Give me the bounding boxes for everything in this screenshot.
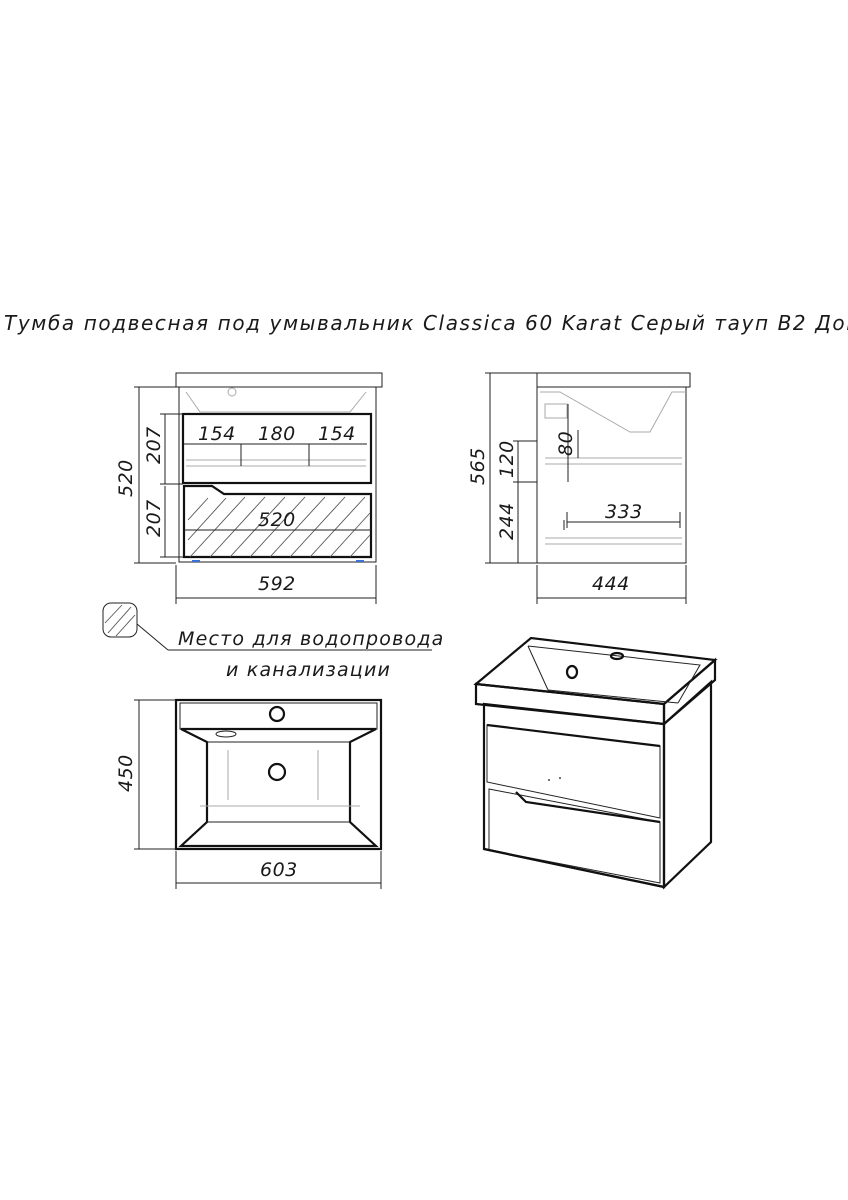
side-dim-244: 244 (496, 502, 518, 540)
legend-line2: и канализации (226, 659, 391, 681)
front-dim-lower-drawer: 207 (143, 499, 165, 537)
side-dim-height-total: 565 (467, 447, 489, 485)
plumbing-zone-hatch (187, 496, 371, 558)
front-dim-handle-center: 180 (258, 423, 296, 445)
front-dim-handle-right: 154 (318, 423, 356, 445)
side-dim-depth: 444 (592, 573, 630, 595)
side-dim-80: 80 (555, 431, 577, 456)
front-dim-height-total: 520 (115, 459, 137, 497)
front-dim-width: 592 (258, 573, 296, 595)
side-dim-120: 120 (496, 440, 518, 478)
front-view: 520 207 207 154 180 154 520 592 (115, 372, 383, 604)
front-dim-upper-drawer: 207 (143, 426, 165, 464)
isometric-view (473, 636, 718, 890)
plumbing-legend: Место для водопровода и канализации (102, 602, 445, 681)
top-dim-depth: 450 (115, 754, 137, 792)
drawing-title: Тумба подвесная под умывальник Classica … (4, 311, 848, 335)
front-dim-drawer-width: 520 (258, 509, 296, 531)
legend-line1: Место для водопровода (178, 628, 445, 650)
legend-hatch-swatch (102, 602, 138, 638)
top-dim-width: 603 (260, 859, 298, 881)
side-dim-333: 333 (605, 501, 643, 523)
top-view: 450 603 (115, 698, 383, 889)
front-dim-handle-left: 154 (198, 423, 236, 445)
side-view: 565 120 244 80 333 444 (467, 372, 691, 604)
